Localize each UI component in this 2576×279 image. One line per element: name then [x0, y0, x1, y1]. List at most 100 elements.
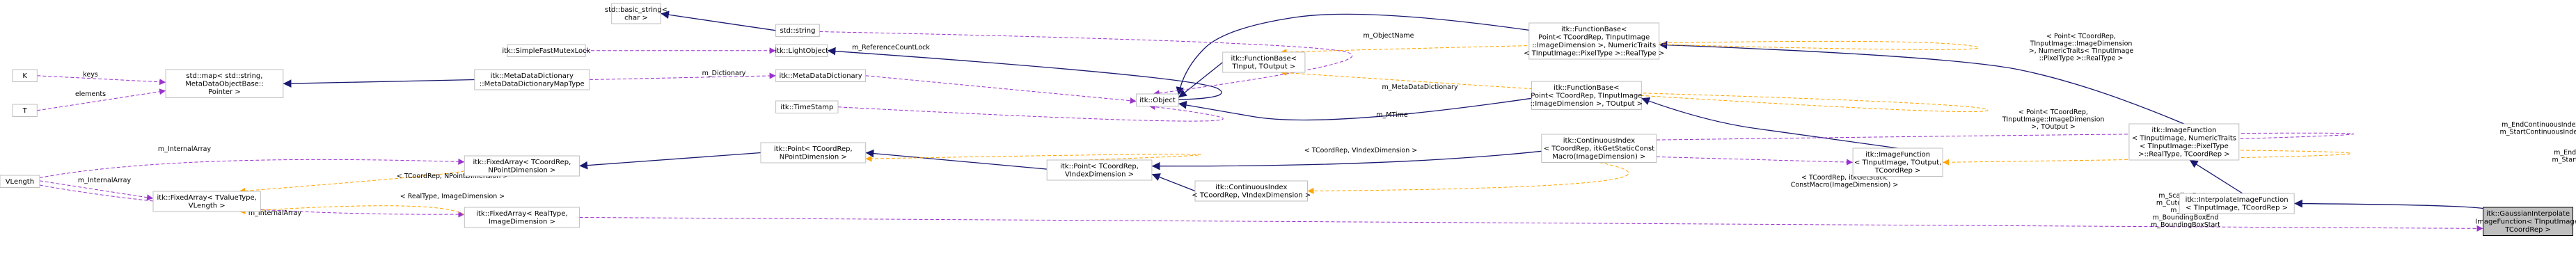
node-box	[464, 207, 580, 228]
edge-mdd-map-to-mdd	[589, 72, 776, 80]
node-label-line: < TInputImage, TCoordRep >	[2186, 205, 2288, 212]
node-box	[1046, 159, 1153, 181]
node-label-line: VIndexDimension >	[1065, 171, 1134, 179]
edge-timestamp-to-object	[837, 104, 1224, 122]
node-label-line: < TInputImage::PixelType	[2140, 143, 2229, 150]
node-label-line: < TInputImage, NumericTraits	[2132, 135, 2236, 143]
node-box	[1541, 134, 1657, 163]
edge-label-end-start-top: m_StartContinuousIndex	[2499, 129, 2576, 136]
node-fb-point-numeric[interactable]: itk::FunctionBase<Point< TCoordRep, TInp…	[1524, 22, 1664, 60]
node-box	[775, 24, 820, 37]
node-label-line: std::basic_string<	[605, 6, 667, 14]
edge-label-end-start-mid: m_StartContinuousIndex	[2552, 157, 2576, 164]
node-box	[507, 44, 586, 57]
node-label-line: VLength >	[189, 202, 226, 210]
edge-vlength-to-fixed-tvalue	[39, 180, 154, 201]
node-fixed-npoint[interactable]: itk::FixedArray< TCoordRep,NPointDimensi…	[464, 155, 580, 177]
node-fixed-real[interactable]: itk::FixedArray< RealType,ImageDimension…	[464, 207, 580, 228]
node-image-function-numeric[interactable]: itk::ImageFunction< TInputImage, Numeric…	[2128, 123, 2240, 161]
node-label-line: itk::FixedArray< RealType,	[476, 210, 567, 218]
edge-label-elements: elements	[75, 90, 106, 98]
node-object[interactable]: itk::Object	[1136, 93, 1179, 106]
node-box	[1852, 148, 1943, 177]
edge-label-dictionary: m_Dictionary	[702, 70, 746, 77]
node-mdd-map-type[interactable]: itk::MetaDataDictionary::MetaDataDiction…	[474, 69, 590, 90]
node-label-line: < TCoordRep, VIndexDimension >	[1192, 192, 1311, 200]
node-label-line: itk::MetaDataDictionary	[491, 72, 574, 80]
edge-label-end-start-top: m_EndContinuousIndex	[2502, 121, 2576, 129]
node-box	[2179, 193, 2295, 214]
node-k[interactable]: K	[12, 69, 38, 82]
edge-mdd-to-object	[865, 75, 1137, 104]
edge-cont-vindex-to-cont-static	[1307, 162, 1629, 194]
edge-label-tpl-realtype: < RealType, ImageDimension >	[400, 193, 505, 200]
node-label-line: TCoordRep >	[1874, 167, 1921, 175]
node-label-line: itk::FunctionBase<	[1554, 84, 1620, 92]
edge-point-npoint-to-point-vindex	[865, 154, 1201, 162]
node-label-line: ::ImageDimension >, TOutput >	[1531, 100, 1643, 108]
node-label-line: ImageDimension >	[489, 218, 555, 226]
node-box	[611, 3, 661, 24]
node-box	[12, 69, 38, 82]
edge-point-vindex-to-cont-index-vindex	[1151, 173, 1196, 192]
node-box	[1222, 51, 1306, 73]
edge-label-tpl-fb-numeric: >, NumericTraits< TInputImage	[2029, 47, 2134, 55]
edge-gaussian-to-interp	[2294, 199, 2489, 212]
node-box	[2483, 207, 2573, 236]
node-box	[1528, 22, 1660, 60]
node-cont-index-vindex[interactable]: itk::ContinuousIndex< TCoordRep, VIndexD…	[1192, 180, 1311, 202]
node-box	[775, 44, 828, 57]
node-label-line: itk::Object	[1139, 97, 1176, 104]
edge-label-internal-array-bottom: m_InternalArray	[248, 209, 302, 217]
node-light-object[interactable]: itk::LightObject	[775, 44, 828, 57]
node-basic-string[interactable]: std::basic_string<char >	[605, 3, 667, 24]
node-mdd[interactable]: itk::MetaDataDictionary	[775, 69, 867, 82]
node-label-line: < TInputImage, TOutput,	[1854, 159, 1941, 167]
edge-point-vindex-to-point-npoint	[865, 149, 1048, 170]
node-label-line: itk::SimpleFastMutexLock	[502, 47, 590, 55]
node-fast-mutex[interactable]: itk::SimpleFastMutexLock	[502, 44, 591, 57]
edge-fb-point-output-to-object	[1178, 97, 1532, 121]
node-t[interactable]: T	[12, 104, 38, 117]
node-image-function-output[interactable]: itk::ImageFunction< TInputImage, TOutput…	[1852, 148, 1943, 177]
edge-label-end-start-mid: m_EndContinuousIndex	[2554, 149, 2576, 157]
node-vlength[interactable]: VLength	[0, 175, 40, 188]
node-std-string[interactable]: std::string	[775, 24, 820, 37]
node-label-line: itk::Point< TCoordRep,	[774, 145, 853, 153]
node-label-line: itk::GaussianInterpolate	[2486, 210, 2570, 218]
edge-image-function-output-to-numeric	[1943, 148, 2352, 166]
node-label-line: VLength	[6, 178, 34, 186]
edge-basic-string-to-std-string	[661, 10, 776, 31]
node-point-npoint[interactable]: itk::Point< TCoordRep,NPointDimension >	[760, 142, 867, 164]
node-std-map[interactable]: std::map< std::string,MetaDataObjectBase…	[165, 69, 284, 98]
edge-label-tpl-vindex: < TCoordRep, VIndexDimension >	[1304, 147, 1417, 154]
node-point-vindex[interactable]: itk::Point< TCoordRep,VIndexDimension >	[1046, 159, 1153, 181]
node-label-line: itk::TimeStamp	[780, 104, 833, 111]
edge-label-meta-data-dictionary: m_MetaDataDictionary	[1382, 83, 1458, 91]
node-box	[12, 104, 38, 117]
edge-fixed-tvalue-to-fixed-npoint	[239, 170, 465, 194]
node-box	[0, 175, 40, 188]
edge-label-internal-array-top: m_InternalArray	[158, 145, 212, 153]
node-box	[464, 155, 580, 177]
edge-fb-io-to-object	[1178, 61, 1224, 98]
node-label-line: itk::Point< TCoordRep,	[1060, 163, 1139, 170]
edge-cont-static-to-image-function-numeric	[1656, 132, 2355, 145]
node-label-line: NPointDimension >	[488, 167, 555, 175]
node-fixed-tvalue[interactable]: itk::FixedArray< TValueType,VLength >	[152, 191, 261, 212]
edge-label-tpl-static-const: < TCoordRep, itkGetStatic	[1801, 174, 1888, 182]
node-label-line: < TCoordRep, itkGetStaticConst	[1544, 145, 1654, 153]
node-interpolate[interactable]: itk::InterpolateImageFunction< TInputIma…	[2179, 193, 2295, 214]
node-timestamp[interactable]: itk::TimeStamp	[775, 100, 839, 113]
edge-imagefunction-output-to-fb-output	[1641, 97, 1898, 149]
edge-label-tpl-fb-numeric: ::PixelType >::RealType >	[2039, 55, 2124, 63]
node-label-line: itk::FunctionBase<	[1561, 26, 1627, 33]
node-cont-index-static[interactable]: itk::ContinuousIndex< TCoordRep, itkGetS…	[1541, 134, 1657, 163]
edge-fb-io-to-fb-numeric	[1280, 40, 1980, 56]
node-label-line: ImageFunction< TInputImage,	[2475, 218, 2576, 226]
node-box	[775, 100, 839, 113]
node-fb-input-output[interactable]: itk::FunctionBase<TInput, TOutput >	[1222, 51, 1306, 73]
node-fb-point-output[interactable]: itk::FunctionBase<Point< TCoordRep, TInp…	[1531, 81, 1643, 110]
node-label-line: itk::InterpolateImageFunction	[2186, 196, 2289, 204]
